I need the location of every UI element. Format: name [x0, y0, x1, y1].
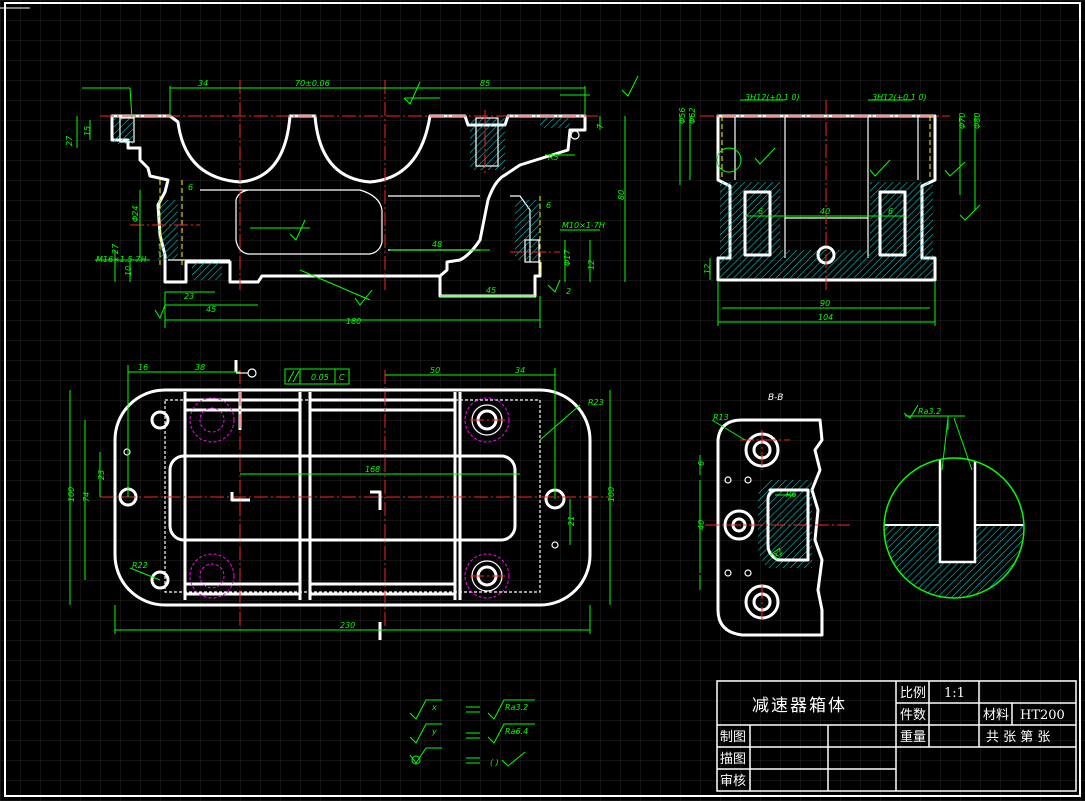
top-dim-4: R23 [588, 398, 604, 407]
top-dim-0: 16 [138, 363, 148, 372]
top-dim-1: 38 [195, 363, 205, 372]
top-dim-10: 21 [567, 516, 576, 526]
side-dim-2: Φ56 [678, 108, 687, 124]
front-dim-15: Φ17 [563, 249, 572, 266]
checked-label: 审核 [720, 774, 746, 789]
front-dim-20: 45 [486, 286, 496, 295]
top-dim-9: 100 [607, 487, 616, 502]
front-dim-4: 15 [83, 126, 92, 136]
top-dim-11: R22 [132, 561, 148, 570]
front-dim-10: 27 [111, 243, 120, 254]
weight-label: 重量 [900, 729, 926, 745]
side-dim-3: Φ62 [688, 108, 697, 124]
front-dim-2: 85 [480, 79, 490, 88]
side-dim-9: 12 [703, 264, 712, 274]
front-dim-6: R5 [548, 153, 559, 162]
title-block: 减速器箱体 比例 1:1 件数 材料 HT200 重量 共 张 第 张 制图 描… [716, 680, 1077, 792]
front-dim-5: 7 [596, 123, 605, 129]
top-dim-12: 230 [340, 621, 355, 630]
roughness-legend: x Ra3.2 y Ra6.4 ( ) [409, 699, 535, 767]
side-dim-6: 6 [758, 207, 763, 216]
front-dim-21: 180 [346, 317, 361, 326]
sheets-text: 共 张 第 张 [986, 730, 1050, 745]
material-label: 材料 [983, 708, 1009, 723]
top-dim-2: 50 [430, 366, 440, 375]
section-dim-0: R13 [713, 413, 729, 422]
side-dim-0: 3H12(+0.1 0) [745, 93, 800, 102]
side-dim-5: Φ80 [973, 113, 982, 129]
side-view: 3H12(+0.1 0) 3H12(+0.1 0) Φ56 Φ62 Φ70 Φ8… [678, 93, 982, 326]
front-dim-1: 70±0.06 [295, 79, 330, 88]
section-label: B-B [768, 393, 783, 403]
section-dim-1: R6 [786, 490, 797, 499]
front-dim-16: 12 [587, 260, 596, 270]
top-view: 16 38 50 34 R23 0.05 C 168 23 100 21 R22… [67, 360, 616, 640]
front-dim-12: M16×1.5-7H [96, 255, 147, 264]
legend-right-2: ( ) [490, 758, 499, 767]
front-dim-7: 6 [188, 183, 193, 192]
front-dim-0: 34 [198, 79, 208, 88]
section-dim-2: 6 [697, 461, 706, 466]
front-dim-11: 10 [124, 266, 133, 276]
front-dim-14: M10×1-7H [562, 221, 605, 230]
side-dim-7: 40 [820, 207, 830, 216]
side-dim-10: 90 [820, 299, 830, 308]
scale-label: 比例 [900, 686, 926, 701]
front-dim-13: 48 [432, 240, 442, 249]
legend-right-1: Ra6.4 [505, 727, 528, 736]
sheet-border [4, 2, 1081, 797]
top-dim-5: 0.05 [311, 373, 329, 382]
part-name: 减速器箱体 [752, 696, 847, 716]
side-dim-1: 3H12(+0.1 0) [872, 93, 927, 102]
side-dim-4: Φ70 [958, 113, 967, 129]
top-dim-13: 100 [67, 487, 76, 502]
front-dim-19: 45 [206, 305, 216, 314]
section-b-b-view: B-B R13 R6 6 40 R2 [697, 393, 850, 637]
side-dim-11: 104 [818, 313, 833, 322]
front-view: 34 70±0.06 85 27 15 7 R5 6 6 Φ24 27 10 M… [65, 75, 639, 328]
side-dim-8: 6 [888, 207, 893, 216]
roughness-label: Ra3.2 [918, 407, 941, 416]
top-dim-14: 74 [82, 492, 91, 502]
quantity-label: 件数 [900, 708, 926, 723]
drawn-label: 制图 [720, 730, 746, 745]
scale-value: 1:1 [944, 686, 965, 701]
legend-right-0: Ra3.2 [505, 703, 528, 712]
front-dim-9: Φ24 [131, 206, 140, 222]
top-dim-7: 168 [365, 465, 380, 474]
top-dim-3: 34 [515, 366, 525, 375]
traced-label: 描图 [720, 752, 746, 767]
front-dim-8: 6 [546, 201, 551, 210]
top-dim-6: C [339, 373, 345, 382]
legend-left-1: y [431, 727, 437, 736]
front-dim-3: 27 [65, 135, 74, 146]
front-dim-22: 2 [566, 287, 571, 296]
material-value: HT200 [1020, 708, 1065, 723]
top-dim-8: 23 [97, 470, 106, 480]
front-dim-17: 80 [617, 190, 626, 200]
section-dim-3: 40 [697, 520, 706, 530]
front-dim-18: 23 [184, 292, 194, 301]
legend-left-0: x [431, 703, 437, 712]
